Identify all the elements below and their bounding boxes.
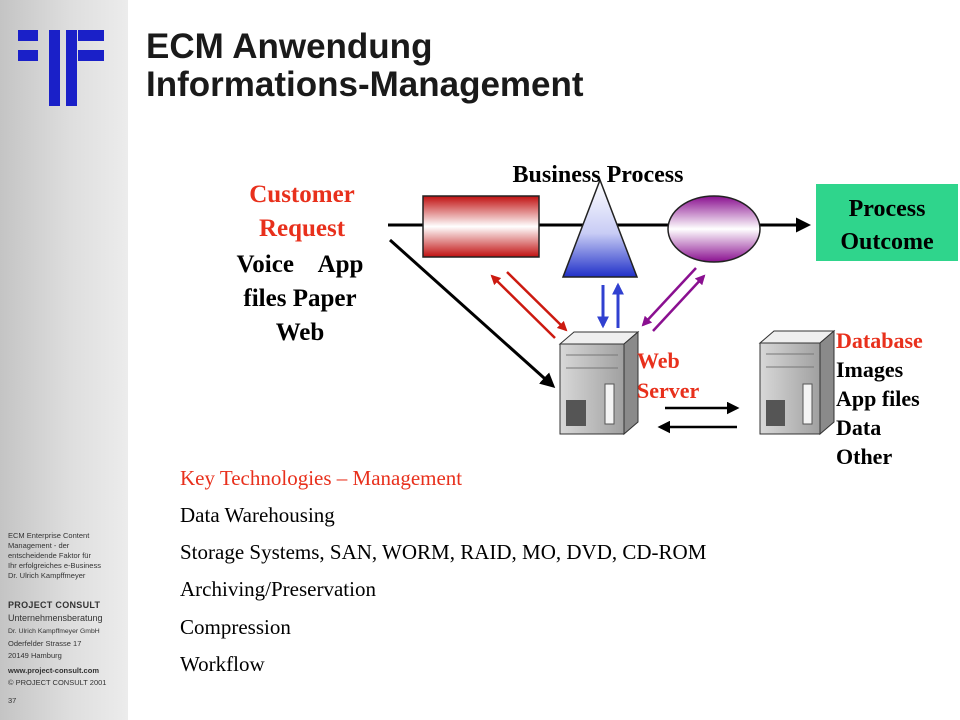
sidebar-desc-4: Ihr erfolgreiches e-Business xyxy=(8,561,101,570)
sidebar-desc-3: entscheidende Faktor für xyxy=(8,551,91,560)
sidebar: ECM Enterprise Content Management - der … xyxy=(0,0,128,720)
sidebar-address-1: Dr. Ulrich Kampffmeyer GmbH xyxy=(8,628,100,635)
red-arrow-down xyxy=(506,271,568,332)
process-step-oval xyxy=(667,195,761,263)
sidebar-copyright: © PROJECT CONSULT 2001 xyxy=(8,678,107,687)
inputs-line3: Web xyxy=(276,319,325,346)
sidebar-desc-1: ECM Enterprise Content xyxy=(8,531,90,540)
key-tech-item: Compression xyxy=(180,615,291,639)
sidebar-website[interactable]: www.project-consult.com xyxy=(8,666,99,675)
sidebar-address-2: Oderfelder Strasse 17 xyxy=(8,639,82,648)
inputs-line2: files Paper xyxy=(243,285,356,312)
page-number: 37 xyxy=(8,696,17,705)
web-server-icon xyxy=(558,330,640,436)
key-tech-item: Storage Systems, SAN, WORM, RAID, MO, DV… xyxy=(180,540,707,564)
database-label: Database xyxy=(836,328,923,353)
key-tech-item: Archiving/Preservation xyxy=(180,577,376,601)
process-step-rectangle xyxy=(422,195,540,258)
process-step-triangle xyxy=(561,177,639,278)
database-item-data: Data xyxy=(836,415,881,440)
key-technologies-heading: Key Technologies – Management xyxy=(180,466,463,490)
purple-arrow-up xyxy=(652,274,706,332)
slide-title: ECM Anwendung Informations-Management xyxy=(146,28,584,104)
title-line-1: ECM Anwendung xyxy=(146,27,433,66)
customer-request-line2: Request xyxy=(259,215,346,242)
project-consult-logo xyxy=(18,30,104,106)
purple-arrow-down xyxy=(641,267,697,327)
process-outcome-box xyxy=(816,184,958,261)
customer-request-line1: Customer xyxy=(249,181,355,208)
web-server-label-line1: Web xyxy=(637,348,680,373)
title-line-2: Informations-Management xyxy=(146,65,584,104)
sidebar-desc-5: Dr. Ulrich Kampffmeyer xyxy=(8,571,86,580)
request-to-server-arrow xyxy=(388,238,556,389)
process-outcome-line2: Outcome xyxy=(840,229,934,255)
red-arrow-up xyxy=(490,274,556,339)
sidebar-company: PROJECT CONSULT xyxy=(8,600,101,610)
key-tech-item: Data Warehousing xyxy=(180,503,335,527)
database-item-other: Other xyxy=(836,444,892,469)
business-process-label: Business Process xyxy=(513,162,684,188)
database-item-images: Images xyxy=(836,357,904,382)
web-server-label-line2: Server xyxy=(637,378,700,403)
process-outcome-line1: Process xyxy=(849,196,926,222)
sidebar-desc-2: Management - der xyxy=(8,541,70,550)
sidebar-address-3: 20149 Hamburg xyxy=(8,651,62,660)
database-server-icon xyxy=(758,329,836,436)
inputs-line1: Voice App xyxy=(237,251,364,278)
key-tech-item: Workflow xyxy=(180,652,265,676)
sidebar-company-sub: Unternehmensberatung xyxy=(8,613,103,623)
database-item-app-files: App files xyxy=(836,386,920,411)
